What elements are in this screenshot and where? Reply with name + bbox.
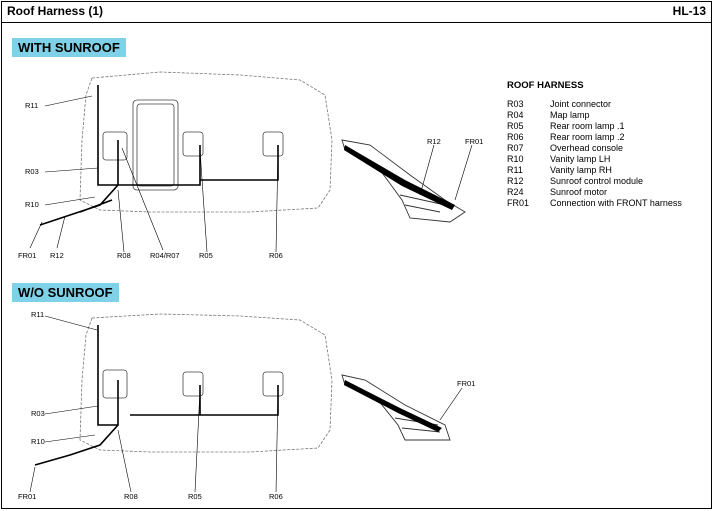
legend-code: R04 <box>507 110 524 120</box>
legend-code: R06 <box>507 132 524 142</box>
legend-description: Overhead console <box>550 143 624 153</box>
console-housing <box>102 131 128 161</box>
legend-code: FR01 <box>507 198 530 208</box>
legend-row: R05 Rear room lamp .1 <box>507 121 682 132</box>
label-fr01: FR01 <box>18 251 37 260</box>
legend-title: ROOF HARNESS <box>507 80 584 91</box>
label-r10-wo: R10 <box>31 437 45 446</box>
lamp-housing-r06 <box>262 131 284 157</box>
label-r06-wo: R06 <box>269 492 283 501</box>
console-housing-wo <box>102 369 128 399</box>
page-header: Roof Harness (1) HL-13 <box>1 1 712 23</box>
label-r06: R06 <box>269 251 283 260</box>
harness-wo-sunroof <box>34 325 279 466</box>
label-r03: R03 <box>25 167 39 176</box>
legend-description: Rear room lamp .2 <box>550 132 625 142</box>
legend-row: R04 Map lamp <box>507 110 682 121</box>
legend-description: Sunroof motor <box>550 187 608 197</box>
sunroof-opening-inner <box>136 103 175 187</box>
legend-row: R03 Joint connector <box>507 99 682 110</box>
legend-code: R07 <box>507 143 524 153</box>
label-r05-wo: R05 <box>188 492 202 501</box>
sunroof-opening <box>132 99 179 191</box>
legend-row: R12 Sunroof control module <box>507 176 682 187</box>
legend-row: R06 Rear room lamp .2 <box>507 132 682 143</box>
label-fr01-wo: FR01 <box>18 492 37 501</box>
legend-description: Joint connector <box>550 99 612 109</box>
page-title: Roof Harness (1) <box>7 4 104 18</box>
roof-outline-with-sunroof <box>79 71 333 213</box>
detail-label-fr01-wo: FR01 <box>457 379 476 388</box>
label-r08: R08 <box>117 251 131 260</box>
legend-code: R24 <box>507 187 524 197</box>
label-r11: R11 <box>25 101 39 110</box>
legend-row: R11 Vanity lamp RH <box>507 165 682 176</box>
label-r04-r07: R04/R07 <box>150 251 180 260</box>
page-number: HL-13 <box>672 4 706 18</box>
lamp-housing-r05-wo <box>182 371 204 397</box>
legend-row: R07 Overhead console <box>507 143 682 154</box>
detail-label-r12: R12 <box>427 137 441 146</box>
section-tag-wo-sunroof: W/O SUNROOF <box>12 283 119 302</box>
legend-description: Connection with FRONT harness <box>550 198 682 208</box>
harness-with-sunroof <box>39 85 279 226</box>
legend-description: Vanity lamp LH <box>550 154 611 164</box>
legend-row: R10 Vanity lamp LH <box>507 154 682 165</box>
lamp-housing-r05 <box>182 131 204 157</box>
label-r10: R10 <box>25 200 39 209</box>
legend-row: R24 Sunroof motor <box>507 187 682 198</box>
label-r11-wo: R11 <box>31 310 45 319</box>
label-r03-wo: R03 <box>31 409 45 418</box>
legend-description: Sunroof control module <box>550 176 644 186</box>
detail-label-fr01: FR01 <box>465 137 484 146</box>
roof-outline-wo-sunroof <box>79 313 333 453</box>
legend-code: R11 <box>507 165 523 175</box>
legend-code: R05 <box>507 121 524 131</box>
label-r12: R12 <box>50 251 64 260</box>
legend-code: R12 <box>507 176 524 186</box>
label-r05: R05 <box>199 251 213 260</box>
label-r08-wo: R08 <box>124 492 138 501</box>
legend-description: Map lamp <box>550 110 590 120</box>
legend-description: Rear room lamp .1 <box>550 121 625 131</box>
legend-description: Vanity lamp RH <box>550 165 612 175</box>
section-tag-with-sunroof: WITH SUNROOF <box>12 38 126 57</box>
legend-code: R10 <box>507 154 524 164</box>
legend-code: R03 <box>507 99 524 109</box>
lamp-housing-r06-wo <box>262 371 284 397</box>
legend-row: FR01 Connection with FRONT harness <box>507 198 682 209</box>
